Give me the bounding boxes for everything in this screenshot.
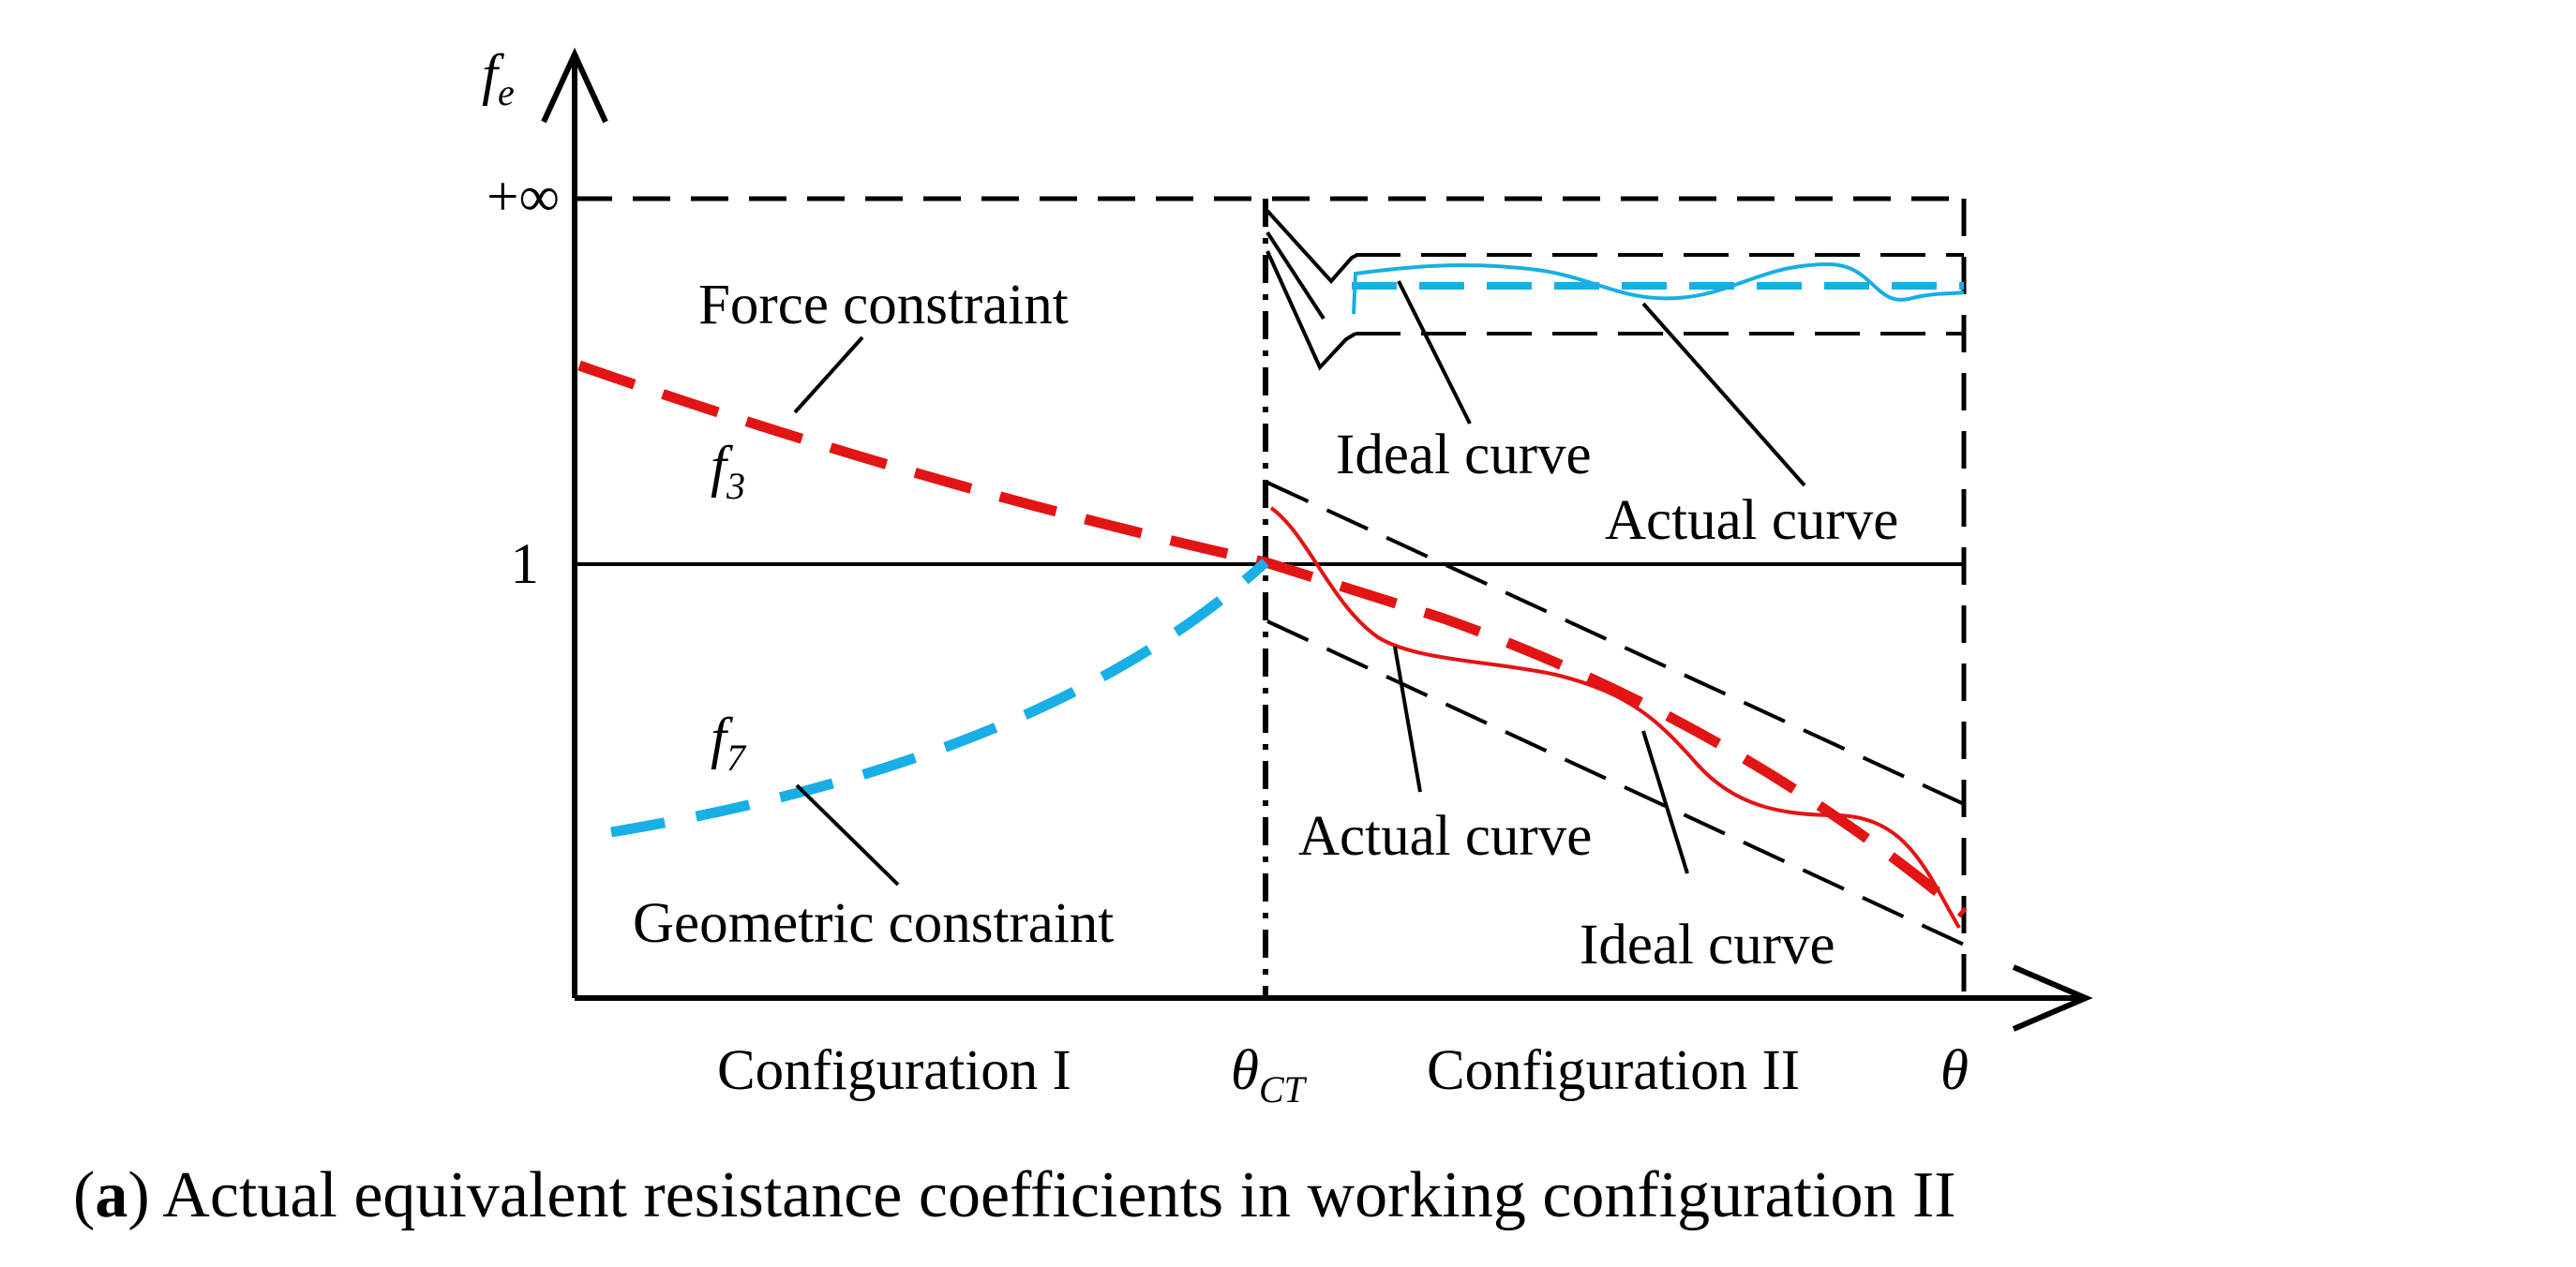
drop-stroke-2 [1266,231,1325,320]
text-labels: fe +∞ 1 Force constraint f3 f7 Geometric… [73,44,1969,1231]
x-axis-arrowhead [2012,964,2093,1032]
actual-curve-upper-label: Actual curve [1605,489,1898,552]
drop-stroke-3 [1266,250,1357,371]
y-axis-symbol: fe [482,44,515,113]
leader-geometric-constraint [795,783,900,887]
config-2-label: Configuration II [1427,1039,1800,1102]
actual-curve-upper [1352,261,1965,315]
x-axis-symbol: θ [1940,1039,1969,1102]
leader-ideal-lower [1641,730,1689,874]
drop-stroke-1 [1266,209,1358,285]
lower-bound-line [1266,619,1965,947]
f7-curve [610,558,1269,838]
ideal-curve-upper-label: Ideal curve [1336,424,1592,486]
geometric-constraint-label: Geometric constraint [633,892,1114,955]
axes [541,47,2093,1032]
y-tick-infinity: +∞ [487,166,560,229]
config-1-label: Configuration I [717,1039,1071,1102]
ideal-curve-lower-label: Ideal curve [1580,914,1835,976]
leader-actual-upper [1641,302,1806,487]
f3-curve [577,360,1968,918]
leader-ideal-upper [1397,280,1472,425]
upper-band [1266,209,1964,371]
figure-caption: (a) Actual equivalent resistance coeffic… [73,1159,1956,1231]
actual-curve-lower-label: Actual curve [1298,805,1592,868]
f7-label: f7 [711,708,747,779]
leader-actual-lower [1393,646,1422,793]
f3-label: f3 [711,436,745,507]
x-tick-theta-ct: θCT [1231,1039,1308,1110]
y-tick-one: 1 [511,533,540,596]
leader-force-constraint [793,335,864,414]
force-constraint-label: Force constraint [698,274,1069,336]
leader-lines [793,280,1806,887]
y-axis-arrowhead [541,47,608,124]
actual-curve-lower [1269,506,1961,930]
